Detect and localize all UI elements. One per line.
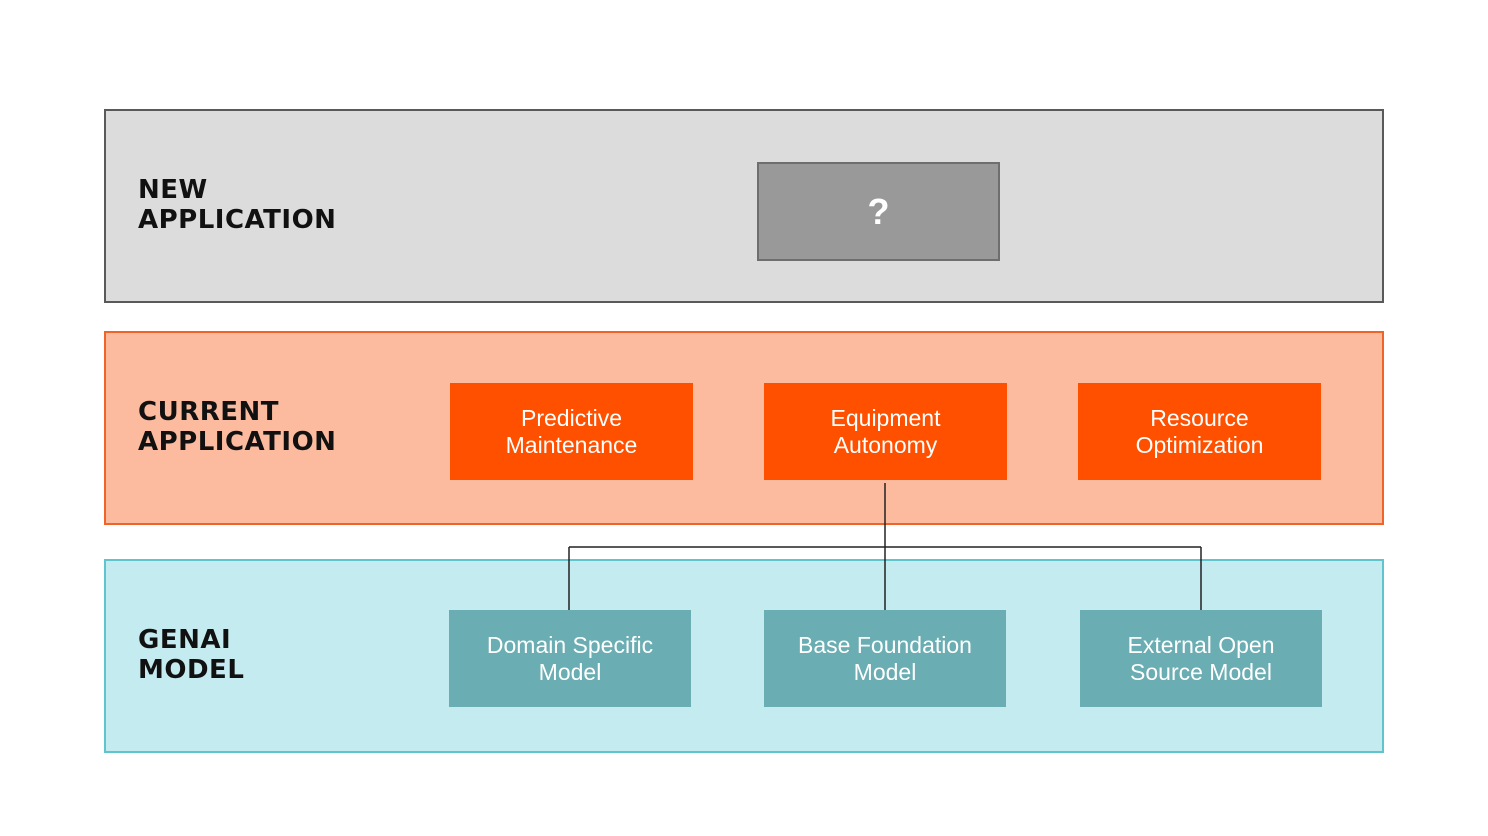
predictive-maintenance-box: Predictive Maintenance [450,383,693,480]
external-open-source-model-box: External Open Source Model [1080,610,1322,707]
new-application-label: NEW APPLICATION [138,175,337,235]
new-application-layer: NEW APPLICATION [104,109,1384,303]
base-foundation-model-box: Base Foundation Model [764,610,1006,707]
domain-specific-model-box: Domain Specific Model [449,610,691,707]
genai-model-label: GENAI MODEL [138,625,245,685]
current-application-label: CURRENT APPLICATION [138,397,337,457]
resource-optimization-box: Resource Optimization [1078,383,1321,480]
equipment-autonomy-box: Equipment Autonomy [764,383,1007,480]
unknown-application-box: ? [757,162,1000,261]
